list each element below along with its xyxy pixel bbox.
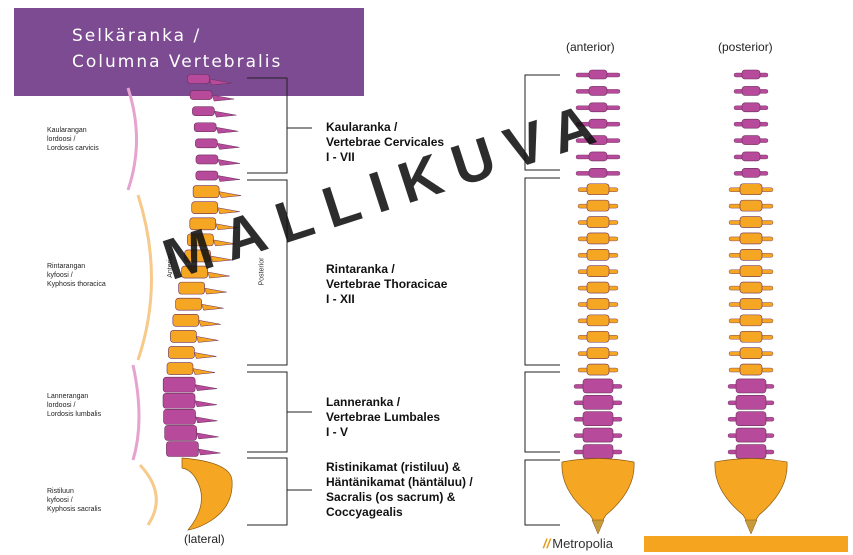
anterior-vertebra: [578, 217, 618, 228]
posterior-coccyx: [745, 520, 757, 534]
lateral-vertebra: [194, 123, 238, 133]
sacral-section-label: Ristinikamat (ristiluu) & Häntänikamat (…: [326, 460, 473, 520]
anterior-vertebra: [578, 200, 618, 211]
anterior-vertebra: [578, 249, 618, 260]
lateral-sacrum: [182, 458, 232, 530]
anterior-vertebra: [576, 70, 620, 79]
lateral-vertebra: [165, 425, 219, 440]
lumbar-section-label: Lanneranka / Vertebrae Lumbales I - V: [326, 395, 440, 440]
metropolia-logo-icon: //: [543, 536, 550, 551]
posterior-vertebra: [729, 249, 773, 260]
bracket-lumbar: [247, 372, 312, 452]
posterior-vertebra: [729, 184, 773, 195]
anterior-sacrum: [562, 459, 634, 529]
lateral-vertebra: [187, 75, 231, 86]
anterior-vertebra: [578, 266, 618, 277]
lumbar-curve-arc: [133, 365, 139, 460]
lateral-vertebra: [166, 442, 220, 457]
posterior-vertebra: [728, 379, 774, 393]
anterior-vertebra: [574, 379, 622, 393]
posterior-vertebra: [729, 364, 773, 375]
anterior-vertebra: [578, 233, 618, 244]
anterior-vertebra: [578, 315, 618, 326]
lateral-vertebra: [167, 363, 215, 375]
posterior-vertebra: [734, 119, 768, 128]
lateral-vertebra: [170, 330, 218, 342]
anterior-vertebra: [578, 331, 618, 342]
posterior-vertebra: [734, 136, 768, 145]
lateral-vertebra: [164, 409, 218, 424]
thoracic-section-label: Rintaranka / Vertebrae Thoracicae I - XI…: [326, 262, 447, 307]
posterior-vertebra: [729, 348, 773, 359]
lateral-vertebra: [193, 186, 241, 198]
bracket-sacral: [247, 458, 312, 525]
anterior-vertebra: [574, 445, 622, 459]
posterior-view-label: (posterior): [718, 40, 773, 54]
posterior-sacrum: [715, 459, 787, 529]
metropolia-logo: //Metropolia: [543, 536, 613, 551]
posterior-vertebra: [729, 200, 773, 211]
posterior-vertebra: [729, 217, 773, 228]
posterior-vertebra: [729, 266, 773, 277]
thoracic-curve-label: Rintarangan kyfoosi / Kyphosis thoracica: [47, 262, 106, 289]
posterior-vertebra: [729, 233, 773, 244]
anterior-vertebra: [574, 412, 622, 426]
section-brackets: [247, 78, 312, 525]
posterior-vertebra: [728, 428, 774, 442]
anterior-vertebra: [578, 184, 618, 195]
sacral-curve-label: Ristiluun kyfoosi / Kyphosis sacralis: [47, 487, 101, 514]
lateral-vertebra: [195, 139, 239, 150]
lateral-vertebra: [196, 171, 240, 182]
sacral-curve-arc: [140, 465, 156, 525]
posterior-vertebra: [728, 412, 774, 426]
posterior-vertebra: [734, 103, 768, 112]
footer-credit-box: [644, 536, 848, 552]
cervical-curve-label: Kaularangan lordoosi / Lordosis carvicis: [47, 126, 99, 153]
posterior-vertebra: [728, 445, 774, 459]
lateral-vertebra: [163, 377, 217, 392]
posterior-vertebra: [734, 70, 768, 79]
posterior-vertebra: [729, 331, 773, 342]
lateral-spine: [163, 75, 241, 531]
anterior-view-label: (anterior): [566, 40, 615, 54]
anterior-vertebra: [574, 428, 622, 442]
lumbar-curve-label: Lannerangan lordoosi / Lordosis lumbalis: [47, 392, 101, 419]
lateral-view-label: (lateral): [184, 532, 225, 546]
lateral-vertebra: [196, 155, 240, 166]
anterior-vertebra: [578, 282, 618, 293]
anterior-vertebra: [574, 395, 622, 409]
posterior-spine: [715, 70, 787, 534]
lateral-vertebra: [190, 91, 234, 102]
posterior-vertebra: [729, 315, 773, 326]
anterior-vertebra: [578, 298, 618, 309]
posterior-vertebra: [729, 298, 773, 309]
lateral-vertebra: [168, 346, 216, 358]
posterior-vertebra: [734, 168, 768, 177]
anterior-vertebra: [578, 348, 618, 359]
posterior-vertebra: [734, 86, 768, 95]
lateral-vertebra: [163, 393, 217, 408]
thoracic-curve-arc: [138, 195, 152, 360]
posterior-vertebra: [728, 395, 774, 409]
posterior-vertebra: [734, 152, 768, 161]
lateral-vertebra: [176, 298, 224, 310]
posterior-vertebra: [729, 282, 773, 293]
lateral-vertebra: [192, 107, 236, 118]
lateral-vertebra: [173, 314, 221, 326]
anterior-vertebra: [576, 168, 620, 177]
cervical-curve-arc: [128, 88, 137, 190]
anterior-vertebra: [578, 364, 618, 375]
anterior-coccyx: [592, 520, 604, 534]
bracket-cervical: [247, 78, 312, 173]
